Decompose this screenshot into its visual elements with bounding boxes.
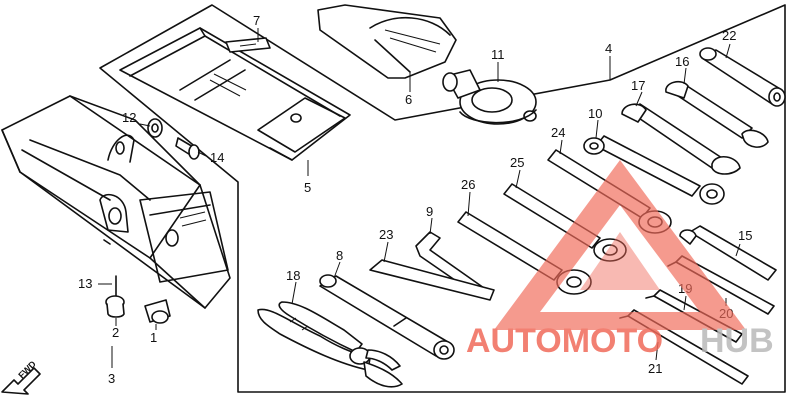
bolt-14 (175, 137, 200, 160)
hex-key-9 (415, 231, 485, 297)
part-number-26: 26 (461, 177, 475, 192)
part-number-2: 2 (112, 325, 119, 340)
part-number-16: 16 (675, 54, 689, 69)
part-number-3: 3 (108, 371, 115, 386)
leader-lines (98, 28, 741, 368)
tool-kit-frame (99, 4, 786, 393)
part-number-25: 25 (510, 155, 524, 170)
watermark-text-primary: AUTOMOTO (466, 322, 663, 360)
part-number-15: 15 (738, 228, 752, 243)
tool-roll (317, 4, 457, 79)
box-spanner-8 (319, 274, 455, 360)
extension-bar-23 (369, 259, 495, 301)
tool-bag (119, 27, 351, 161)
watermark-text-secondary: HUB (700, 322, 774, 360)
collar-1 (144, 299, 171, 324)
part-number-6: 6 (405, 92, 412, 107)
part-number-10: 10 (588, 106, 602, 121)
wrench-26 (457, 211, 592, 295)
screwdriver-15 (679, 225, 777, 281)
grommet-2 (105, 295, 125, 318)
part-number-1: 1 (150, 330, 157, 345)
wrench-17 (621, 103, 741, 175)
washer-12 (147, 118, 163, 138)
part-number-17: 17 (631, 78, 645, 93)
part-number-22: 22 (722, 28, 736, 43)
part-number-13: 13 (78, 276, 92, 291)
part-number-12: 12 (122, 110, 136, 125)
part-number-4: 4 (605, 41, 612, 56)
wrench-16 (665, 80, 769, 148)
part-number-23: 23 (379, 227, 393, 242)
watermark-triangle-icon (494, 160, 746, 330)
part-number-8: 8 (336, 248, 343, 263)
fwd-arrow-icon: FWD (1, 358, 41, 395)
part-number-9: 9 (426, 204, 433, 219)
part-number-11: 11 (491, 47, 505, 62)
pliers-18 (257, 301, 403, 388)
watermark: AUTOMOTO HUB (466, 160, 774, 360)
tool-box (1, 95, 231, 309)
part-number-18: 18 (286, 268, 300, 283)
handle-22 (699, 47, 786, 107)
part-number-24: 24 (551, 125, 565, 140)
label-plate-7 (225, 37, 271, 53)
nozzle-11 (442, 69, 537, 125)
part-number-21: 21 (648, 361, 662, 376)
part-number-14: 14 (210, 150, 224, 165)
part-number-5: 5 (304, 180, 311, 195)
wrench-10 (583, 135, 725, 205)
part-number-7: 7 (253, 13, 260, 28)
